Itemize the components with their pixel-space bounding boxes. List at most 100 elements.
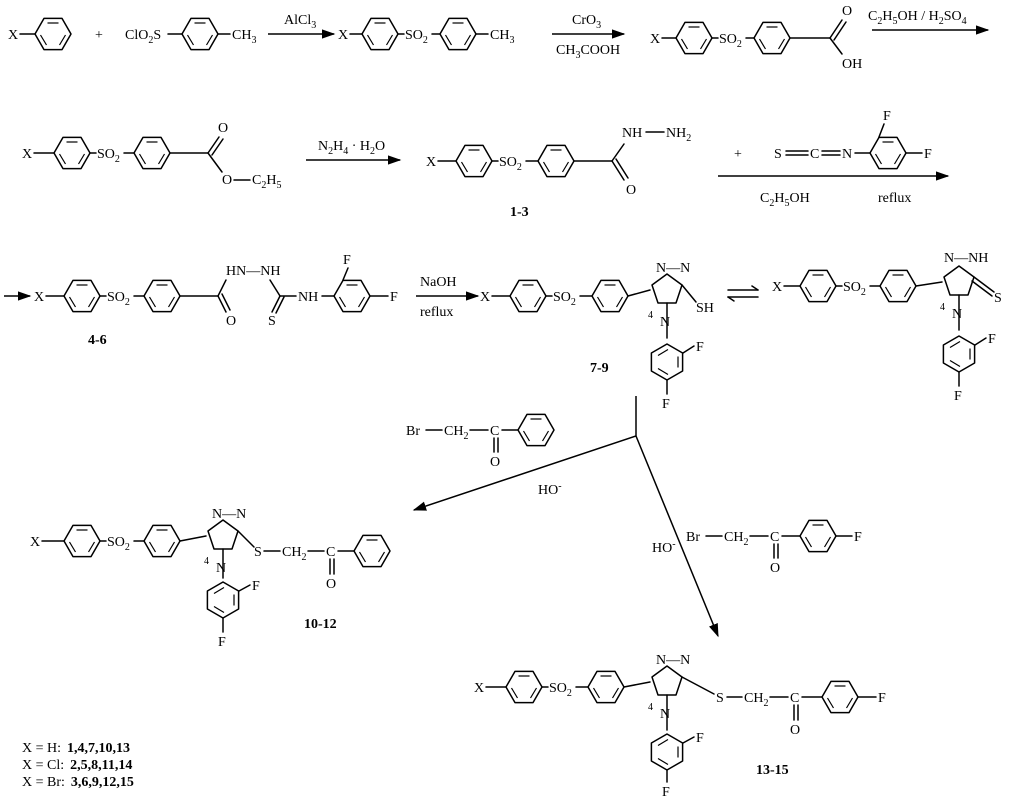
svg-text:F: F <box>954 389 962 404</box>
svg-text:F: F <box>252 579 260 594</box>
compound-product-10-12: X SO2 N—N S N 4 CH2 C O F F 10-12 <box>30 507 391 650</box>
svg-text:F: F <box>696 340 704 355</box>
svg-text:X: X <box>772 280 782 295</box>
arrow-hydrazinolysis: N2H4 · H2O <box>306 139 402 165</box>
svg-text:N—N: N—N <box>656 261 690 276</box>
svg-text:O: O <box>326 577 336 592</box>
svg-text:C: C <box>810 147 819 162</box>
legend-row-br: X = Br:3,6,9,12,15 <box>22 775 134 790</box>
svg-text:X: X <box>474 681 484 696</box>
svg-text:CH3: CH3 <box>232 28 256 46</box>
svg-text:X: X <box>338 28 348 43</box>
svg-text:reflux: reflux <box>878 191 911 206</box>
svg-text:SO2: SO2 <box>843 280 866 298</box>
svg-text:C2H5: C2H5 <box>252 173 281 191</box>
svg-text:N: N <box>660 315 670 330</box>
arrow-tautomer-equilibrium <box>727 285 759 302</box>
svg-text:SO2: SO2 <box>719 32 742 50</box>
label-compound-7-9: 7-9 <box>590 361 609 376</box>
svg-text:NH: NH <box>298 290 318 305</box>
arrow-esterification: C2H5OH / H2SO4 <box>868 9 990 35</box>
svg-text:NH: NH <box>622 126 642 141</box>
svg-text:Br: Br <box>406 424 420 439</box>
svg-text:F: F <box>696 731 704 746</box>
svg-text:O: O <box>218 121 228 136</box>
svg-text:O: O <box>490 455 500 470</box>
compound-triazole-thione: X SO2 N—NH S N 4 F F <box>772 251 1002 404</box>
svg-text:N2H4 · H2O: N2H4 · H2O <box>318 139 385 157</box>
svg-text:O: O <box>226 314 236 329</box>
svg-text:F: F <box>218 635 226 650</box>
svg-text:O: O <box>626 183 636 198</box>
svg-text:F: F <box>924 147 932 162</box>
svg-text:ClO2S: ClO2S <box>125 28 161 46</box>
svg-text:F: F <box>854 530 862 545</box>
intermediate-methyl-sulfone: X SO2 CH3 <box>338 17 514 51</box>
svg-text:F: F <box>662 397 670 412</box>
reactant-tosyl-chloride: ClO2S CH3 <box>125 17 256 51</box>
svg-text:C: C <box>790 691 799 706</box>
svg-text:SO2: SO2 <box>553 290 576 308</box>
svg-text:S: S <box>254 545 262 560</box>
label-compound-10-12: 10-12 <box>304 617 337 632</box>
plus-sign-2: + <box>734 147 742 162</box>
svg-text:HO-: HO- <box>538 481 562 498</box>
reactant-isothiocyanate: S C N F F <box>774 109 932 170</box>
branch-arrows: HO- HO- <box>412 396 719 638</box>
svg-text:CH2: CH2 <box>724 530 748 548</box>
intermediate-carboxylic-acid: X SO2 O OH <box>650 4 862 72</box>
reagent-fluorophenacyl-bromide: Br CH2 C O F <box>686 519 862 576</box>
svg-text:OH: OH <box>842 57 862 72</box>
arrow-thiosemicarbazide: C2H5OH reflux <box>718 171 950 209</box>
svg-text:HN—NH: HN—NH <box>226 264 280 279</box>
svg-text:SO2: SO2 <box>107 290 130 308</box>
svg-text:CH2: CH2 <box>282 545 306 563</box>
svg-text:X: X <box>30 535 40 550</box>
compound-hydrazide-1-3: X SO2 NH NH2 O 1-3 <box>426 126 691 220</box>
compound-product-13-15: X SO2 N—N S N 4 CH2 C O F F F 13-15 <box>474 653 886 800</box>
svg-text:reflux: reflux <box>420 305 453 320</box>
svg-text:N: N <box>952 307 962 322</box>
reactant-aryl-x: X <box>8 17 72 51</box>
svg-text:F: F <box>662 785 670 800</box>
label-compound-1-3: 1-3 <box>510 205 529 220</box>
legend-row-h: X = H:1,4,7,10,13 <box>22 741 131 756</box>
svg-text:SO2: SO2 <box>499 155 522 173</box>
svg-text:X: X <box>22 147 32 162</box>
svg-text:CH3COOH: CH3COOH <box>556 43 620 61</box>
svg-text:X: X <box>650 32 660 47</box>
svg-text:CH2: CH2 <box>744 691 768 709</box>
svg-text:F: F <box>390 290 398 305</box>
svg-text:CH3: CH3 <box>490 28 514 46</box>
svg-text:NaOH: NaOH <box>420 275 457 290</box>
svg-text:N—N: N—N <box>656 653 690 668</box>
svg-text:CH2: CH2 <box>444 424 468 442</box>
svg-text:O: O <box>222 173 232 188</box>
svg-text:Br: Br <box>686 530 700 545</box>
legend-row-cl: X = Cl:2,5,8,11,14 <box>22 758 133 773</box>
svg-text:AlCl3: AlCl3 <box>284 13 316 31</box>
svg-text:X: X <box>8 28 18 43</box>
svg-text:F: F <box>883 109 891 124</box>
svg-text:X: X <box>480 290 490 305</box>
svg-text:CrO3: CrO3 <box>572 13 601 31</box>
label-compound-4-6: 4-6 <box>88 333 107 348</box>
svg-text:F: F <box>343 253 351 268</box>
svg-text:N: N <box>216 561 226 576</box>
svg-text:C: C <box>490 424 499 439</box>
svg-text:NH2: NH2 <box>666 126 691 144</box>
compound-triazole-thiol-7-9: X SO2 N—N SH N 4 F F 7-9 <box>480 261 714 412</box>
svg-text:N—NH: N—NH <box>944 251 988 266</box>
svg-text:O: O <box>842 4 852 19</box>
svg-text:S: S <box>268 314 276 329</box>
substituent-legend: X = H:1,4,7,10,13 X = Cl:2,5,8,11,14 X =… <box>22 740 134 791</box>
svg-text:C: C <box>770 530 779 545</box>
svg-text:X: X <box>34 290 44 305</box>
svg-text:SO2: SO2 <box>97 147 120 165</box>
svg-text:4: 4 <box>204 556 209 567</box>
svg-text:N: N <box>660 707 670 722</box>
svg-text:HO-: HO- <box>652 539 676 556</box>
svg-text:S: S <box>716 691 724 706</box>
svg-text:SO2: SO2 <box>107 535 130 553</box>
